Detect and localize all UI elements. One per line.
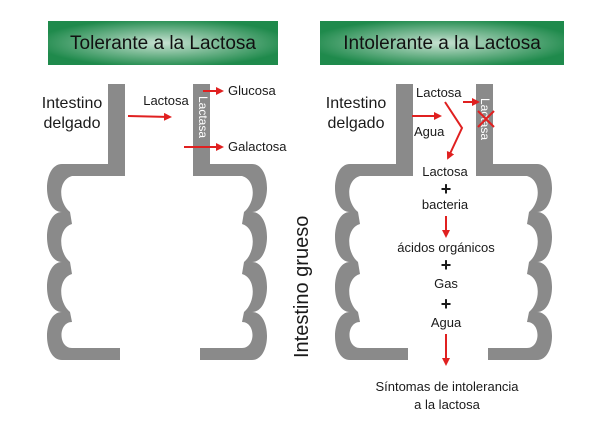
right-small-intestine-label-2: delgado — [328, 115, 385, 132]
right-step-bacteria: bacteria — [422, 197, 469, 212]
left-header-title: Tolerante a la Lactosa — [70, 33, 256, 54]
right-lactose-in-label: Lactosa — [416, 85, 462, 100]
left-small-intestine-label-1: Intestino — [42, 95, 103, 112]
left-lactose-arrow — [127, 112, 172, 121]
right-enzyme-cross-2 — [477, 110, 495, 128]
right-plus-1: + — [441, 179, 452, 199]
right-small-intestine-wall-left — [396, 84, 413, 164]
right-water-in-label: Agua — [414, 124, 445, 139]
left-panel: Tolerante a la Lactosa Intestino delgado… — [42, 21, 287, 360]
right-large-intestine-wall-right — [476, 164, 552, 360]
right-step-water: Agua — [431, 315, 462, 330]
right-small-intestine-label-1: Intestino — [326, 95, 387, 112]
right-step-lactose: Lactosa — [422, 164, 468, 179]
right-symptoms-line-1: Síntomas de intolerancia — [375, 379, 519, 394]
left-header: Tolerante a la Lactosa — [48, 21, 278, 65]
left-lactose-label: Lactosa — [143, 93, 189, 108]
left-glucose-label: Glucosa — [228, 83, 276, 98]
left-small-intestine-label-2: delgado — [44, 115, 101, 132]
right-plus-2: + — [441, 255, 452, 275]
left-header-box — [48, 21, 278, 65]
right-header-box — [320, 21, 564, 65]
left-small-intestine-wall-left — [108, 84, 125, 164]
left-galactose-label: Galactosa — [228, 139, 287, 154]
right-header: Intolerante a la Lactosa — [320, 21, 564, 65]
left-large-intestine-wall-right — [193, 164, 267, 360]
right-plus-3: + — [441, 294, 452, 314]
right-step-gas: Gas — [434, 276, 458, 291]
left-enzyme-label: Lactasa — [196, 96, 210, 138]
right-large-intestine-wall-left — [335, 164, 413, 360]
large-intestine-label: Intestino grueso — [291, 216, 313, 358]
left-small-intestine-wall-right — [193, 84, 210, 164]
right-step-acids: ácidos orgánicos — [397, 240, 495, 255]
left-large-intestine-wall-left — [47, 164, 125, 360]
right-header-title: Intolerante a la Lactosa — [343, 33, 541, 54]
right-lactose-diverted-arrow — [444, 101, 464, 160]
right-small-intestine-wall-right — [476, 84, 493, 164]
right-symptoms-line-2: a la lactosa — [414, 397, 481, 412]
right-panel: Intolerante a la Lactosa Intestino delga… — [320, 21, 564, 412]
